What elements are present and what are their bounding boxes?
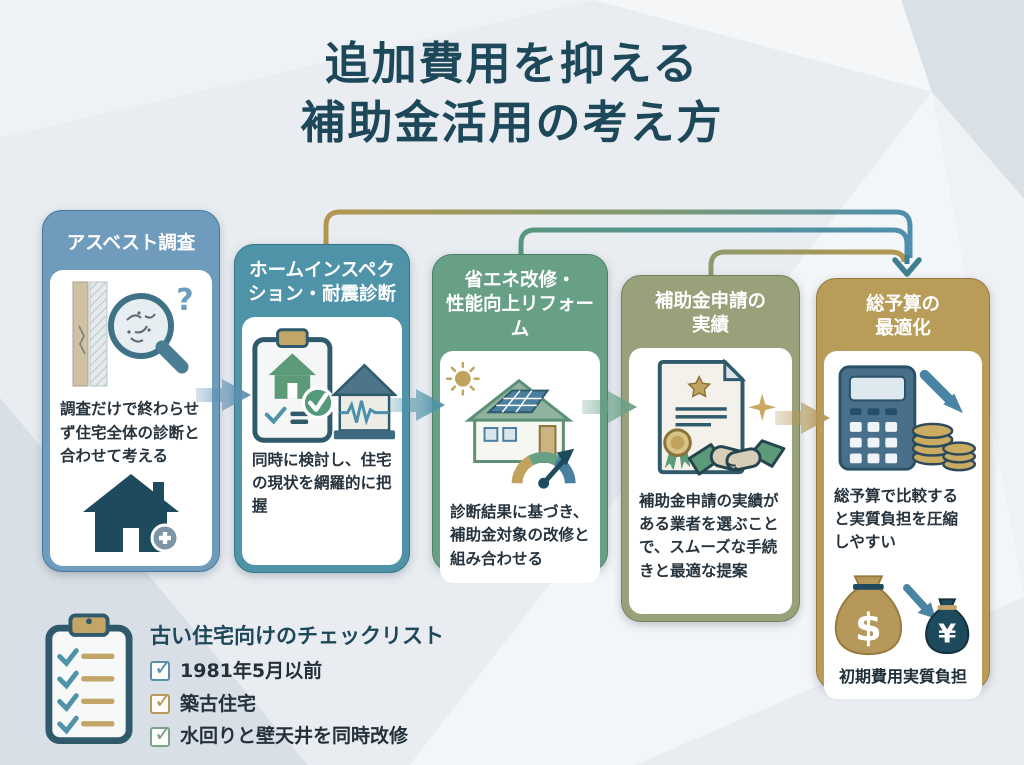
checklist-item-label: 築古住宅 — [180, 692, 257, 715]
calculator-icon — [838, 365, 917, 471]
coin-stacks-icon — [911, 422, 977, 472]
budget-optimization-card: 総予算の 最適化 — [816, 278, 990, 699]
checklist-item-2: 築古住宅 — [150, 688, 444, 717]
energy-renovation-body: 診断結果に基づき、補助金対象の改修と組み合わせる — [440, 351, 600, 583]
bag-transfer-arrow-icon — [903, 583, 936, 619]
home-inspection-body: 同時に検討し、住宅の現状を網羅的に把握 — [242, 316, 402, 565]
checklist-item-3: 水回りと壁天井を同時改修 — [150, 721, 444, 749]
page-title: 追加費用を抑える 補助金活用の考え方 — [0, 34, 1024, 153]
cost-decrease-arrow-icon — [919, 369, 963, 413]
house-plus-icon — [83, 474, 180, 553]
energy-renovation-text: 診断結果に基づき、補助金対象の改修と組み合わせる — [450, 503, 590, 568]
money-bags-icon: $ ¥ — [834, 574, 970, 655]
subsidy-track-record-text: 補助金申請の実績がある業者を選ぶことで、スムーズな手続きと最適な提案 — [639, 491, 779, 580]
money-bag-yen-icon: ¥ — [925, 597, 970, 654]
flow-arrow-2 — [390, 389, 445, 421]
old-house-checklist: 古い住宅向けのチェックリスト 1981年5月以前 築古住宅 水回りと壁天井を同時… — [44, 612, 444, 757]
checkbox-checked-icon — [150, 721, 172, 749]
budget-optimization-text: 総予算で比較すると実質負担を圧縮しやすい — [834, 486, 959, 552]
initial-cost-label: 初期費用 — [839, 666, 904, 686]
flow-arrow-3 — [582, 391, 637, 423]
page-title-line2: 補助金活用の考え方 — [300, 96, 724, 150]
home-inspection-text: 同時に検討し、住宅の現状を網羅的に把握 — [252, 450, 392, 516]
checklist-item-label: 水回りと壁天井を同時改修 — [180, 725, 409, 748]
net-burden-label: 実質負担 — [903, 666, 968, 686]
subsidy-track-record-header: 補助金申請の 実績 — [654, 291, 766, 337]
budget-optimization-header: 総予算の 最適化 — [865, 294, 940, 340]
calculator-coins-icon — [838, 365, 977, 472]
magnifier-handle — [155, 340, 189, 374]
flow-arrow-1 — [196, 379, 251, 411]
seismic-wave-house-icon — [330, 363, 397, 440]
subsidy-track-record-card: 補助金申請の 実績 — [621, 275, 800, 622]
magnifier-glass — [108, 293, 174, 360]
page-title-line1: 追加費用を抑える — [324, 37, 700, 90]
asbestos-survey-body: ? 調査だけで終わらせず住宅全体の診断と合わせて考える — [50, 270, 212, 567]
asbestos-survey-header: アスベスト調査 — [66, 233, 196, 254]
checkbox-checked-icon — [150, 655, 172, 684]
home-inspection-header: ホームインスペク ション・耐震診断 — [247, 260, 396, 306]
certificate-ribbon-icon — [657, 358, 785, 476]
inspection-clipboard-icon — [252, 328, 397, 443]
budget-optimization-body: 総予算で比較すると実質負担を圧縮しやすい $ ¥ — [824, 350, 982, 699]
clipboard-clip — [276, 328, 309, 348]
flow-arrow-4 — [775, 402, 830, 434]
asbestos-survey-text: 調査だけで終わらせず住宅全体の診断と合わせて考える — [60, 400, 200, 465]
svg-text:¥: ¥ — [938, 619, 956, 649]
money-bag-dollar-icon: $ — [834, 574, 903, 655]
checklist-item-label: 1981年5月以前 — [180, 660, 323, 682]
svg-text:$: $ — [855, 605, 882, 650]
bag-labels: 初期費用 実質負担 — [831, 663, 975, 687]
checklist-item-1: 1981年5月以前 — [150, 655, 444, 684]
energy-renovation-header: 省エネ改修・ 性能向上リフォーム — [445, 270, 594, 340]
home-inspection-card: ホームインスペク ション・耐震診断 — [234, 244, 410, 573]
wall-inspection-magnifier-icon: ? — [72, 281, 194, 387]
checkbox-checked-icon — [150, 688, 172, 717]
checklist-clipboard-icon — [45, 613, 133, 745]
checklist-text: 古い住宅向けのチェックリスト 1981年5月以前 築古住宅 水回りと壁天井を同時… — [150, 612, 444, 757]
sun-icon — [445, 361, 480, 396]
asbestos-survey-card: アスベスト調査 ? — [42, 210, 220, 572]
solar-house-icon — [445, 361, 576, 489]
sparkle-icon — [747, 393, 776, 421]
question-mark-glyph: ? — [176, 283, 193, 318]
connector-subsidy-to-budget — [708, 249, 907, 277]
checklist-title: 古い住宅向けのチェックリスト — [150, 624, 444, 648]
subsidy-track-record-body: 補助金申請の実績がある業者を選ぶことで、スムーズな手続きと最適な提案 — [629, 347, 792, 614]
